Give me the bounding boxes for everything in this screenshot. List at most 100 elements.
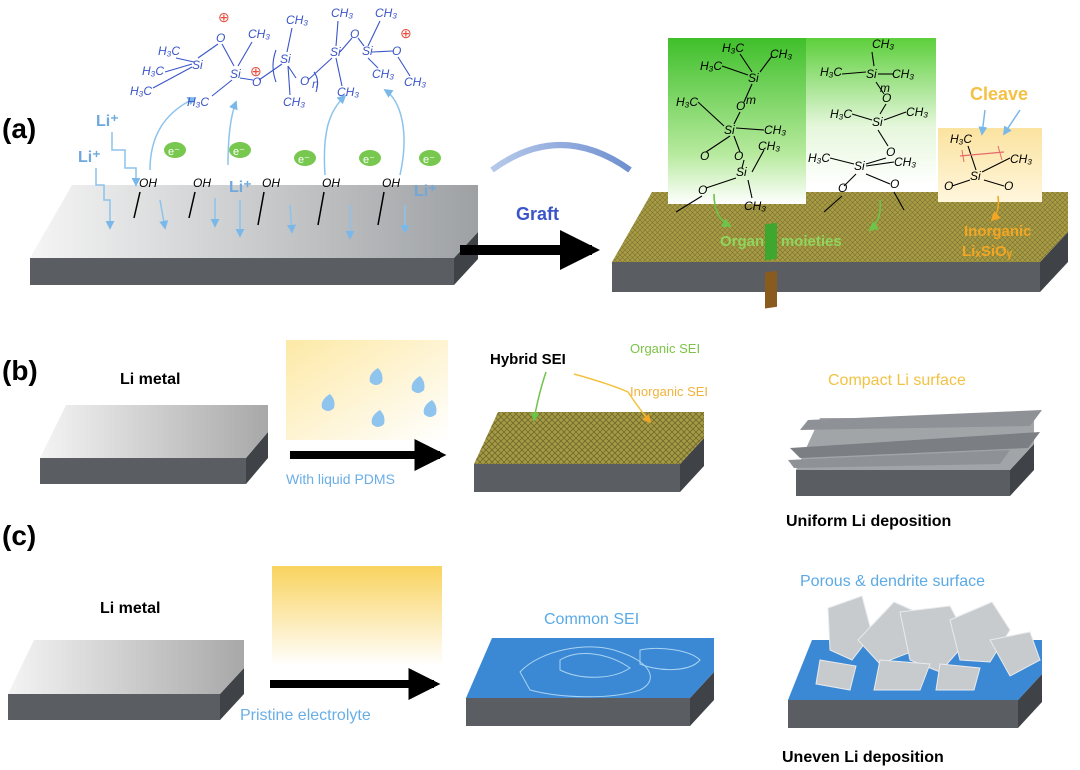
hydroxyl-4: OH [322, 176, 340, 190]
organic-sei-label: Organic SEI [630, 341, 700, 356]
pdms-o-3: O [300, 74, 309, 88]
panel-b-label: (b) [2, 355, 38, 386]
g-m-2: m [880, 81, 890, 95]
g-h3c-6: H₃C [808, 151, 830, 165]
inorganic-sei-block [765, 270, 777, 309]
organic-highlight-box-2 [806, 38, 936, 186]
pdms-molecule: H₃C H₃C H₃C H₃C Si O Si CH₃ H₃C O Si CH₃… [130, 6, 426, 109]
li-ion-paths [95, 88, 410, 240]
pdms-h3c-2: H₃C [142, 64, 164, 78]
li-ion-4: Li⁺ [414, 183, 437, 200]
g-ch3-9: CH₃ [1010, 152, 1032, 166]
common-sei-label: Common SEI [544, 611, 639, 628]
pdms-ch3-8: CH₃ [404, 75, 426, 89]
panel-b-li-metal-slab [40, 405, 268, 484]
organic-sei-block [765, 222, 777, 261]
hybrid-sei-label: Hybrid SEI [490, 351, 566, 368]
g-m-1: m [746, 93, 756, 107]
panel-a-label: (a) [2, 113, 36, 144]
pristine-electrolyte-label: Pristine electrolyte [240, 707, 371, 724]
dendrite-slab [788, 595, 1042, 728]
g-o-7: O [838, 181, 847, 195]
with-pdms-label: With liquid PDMS [286, 471, 395, 487]
pdms-si-3: Si [280, 52, 291, 66]
organic-highlight-box-1 [668, 38, 806, 204]
li-ion-3: Li⁺ [229, 179, 252, 196]
graft-label: Graft [516, 204, 559, 224]
li-ion-2: Li⁺ [78, 149, 101, 166]
g-h3c-2: H₃C [700, 59, 722, 73]
panel-c-li-metal-slab [8, 640, 244, 720]
pdms-n: n [312, 77, 319, 91]
panel-a: (a) OH OH OH OH OH e⁻ e⁻ e⁻ [2, 6, 1068, 292]
g-h3c-1: H₃C [722, 41, 744, 55]
pdms-o-1: O [216, 31, 225, 45]
pdms-ch3-1: CH₃ [248, 27, 270, 41]
g-o-6: O [886, 145, 895, 159]
panel-b-li-metal-label: Li metal [120, 371, 180, 388]
pdms-droplets [321, 368, 437, 427]
g-o-8: O [890, 177, 899, 191]
inorganic-highlight-box [938, 128, 1042, 202]
g-si-2: Si [724, 123, 735, 137]
pdms-ch3-6: CH₃ [375, 6, 397, 20]
uneven-deposition-label: Uneven Li deposition [782, 749, 944, 766]
electron-5: e⁻ [423, 154, 435, 166]
pdms-ch3-7: CH₃ [372, 67, 394, 81]
pdms-ch3-2: CH₃ [286, 13, 308, 27]
panel-c-li-metal-label: Li metal [100, 600, 160, 617]
hydroxyl-3: OH [262, 176, 280, 190]
electron-2: e⁻ [233, 146, 245, 158]
pdms-si-1: Si [192, 58, 203, 72]
hydroxyl-1: OH [139, 176, 157, 190]
grafted-molecules: H₃C CH₃ H₃C Si m O H₃C Si CH₃ O O CH₃ Si… [675, 37, 1032, 213]
porous-surface-label: Porous & dendrite surface [800, 573, 985, 590]
inorganic-sei-label: Inorganic SEI [630, 384, 708, 399]
pdms-h3c-4: H₃C [130, 84, 152, 98]
g-si-5: Si [872, 115, 883, 129]
g-o-4: O [698, 183, 707, 197]
compact-surface-label: Compact Li surface [828, 372, 966, 389]
inorganic-label-line2: LiₓSiOᵧ [962, 243, 1013, 260]
electron-1: e⁻ [168, 146, 180, 158]
pdms-charge-3: ⊕ [400, 25, 412, 41]
pristine-electrolyte-area [272, 566, 442, 666]
g-ch3-1: CH₃ [770, 47, 792, 61]
compact-li-slab [788, 410, 1042, 496]
graft-transition: Graft [460, 142, 632, 270]
pdms-si-5: Si [362, 44, 373, 58]
pdms-ch3-4: CH₃ [331, 6, 353, 20]
pdms-o-4: O [350, 27, 359, 41]
g-ch3-3: CH₃ [758, 139, 780, 153]
pdms-ch3-5: CH₃ [337, 85, 359, 99]
panel-b: (b) Li metal With liquid PDMS Hybrid SEI… [2, 222, 1042, 530]
g-ch3-5: CH₃ [872, 37, 894, 51]
panel-c-label: (c) [2, 520, 36, 551]
g-h3c-4: H₃C [820, 65, 842, 79]
pdms-h3c-1: H₃C [158, 44, 180, 58]
g-o-5: O [882, 91, 891, 105]
hydroxyl-5: OH [382, 176, 400, 190]
pdms-h3c-5: H₃C [187, 95, 209, 109]
hydroxyl-2: OH [193, 176, 211, 190]
g-ch3-2: CH₃ [764, 123, 786, 137]
g-si-1: Si [748, 71, 759, 85]
hydroxyl-groups: OH OH OH OH OH [133, 176, 400, 226]
inorganic-label-line1: Inorganic [964, 223, 1032, 240]
g-h3c-7: H₃C [950, 132, 972, 146]
electrons: e⁻ e⁻ e⁻ e⁻ e⁻ [164, 142, 441, 166]
pdms-ch3-3: CH₃ [283, 95, 305, 109]
g-ch3-8: CH₃ [894, 155, 916, 169]
cleave-label: Cleave [970, 84, 1028, 104]
g-h3c-5: H₃C [830, 107, 852, 121]
lithium-ions: Li⁺ Li⁺ Li⁺ Li⁺ [78, 113, 437, 200]
electron-3: e⁻ [298, 154, 310, 166]
g-o-2: O [700, 149, 709, 163]
g-o-10: O [1004, 179, 1013, 193]
g-si-7: Si [970, 169, 981, 183]
panel-a-bare-slab [30, 185, 478, 285]
li-ion-1: Li⁺ [96, 113, 119, 130]
g-ch3-6: CH₃ [892, 67, 914, 81]
common-sei-slab [466, 638, 714, 726]
